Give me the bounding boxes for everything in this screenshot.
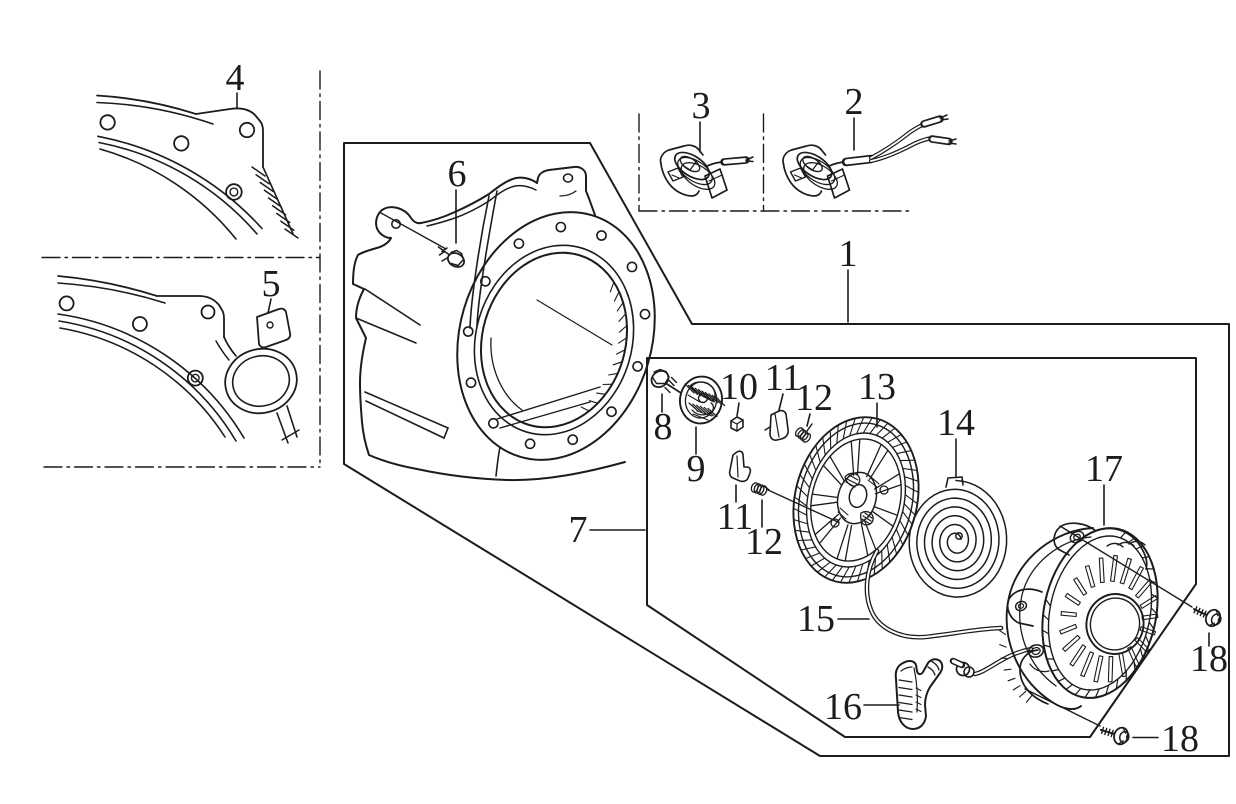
svg-text:8: 8 bbox=[654, 406, 673, 448]
svg-text:1: 1 bbox=[839, 233, 858, 275]
svg-text:12: 12 bbox=[795, 377, 833, 419]
svg-text:6: 6 bbox=[448, 153, 467, 195]
svg-text:3: 3 bbox=[692, 85, 711, 127]
svg-text:17: 17 bbox=[1085, 448, 1123, 490]
svg-text:18: 18 bbox=[1161, 718, 1199, 760]
svg-text:7: 7 bbox=[569, 509, 588, 551]
svg-text:2: 2 bbox=[845, 81, 864, 123]
svg-text:12: 12 bbox=[745, 521, 783, 563]
svg-text:4: 4 bbox=[226, 57, 245, 99]
svg-text:15: 15 bbox=[797, 598, 835, 640]
svg-text:14: 14 bbox=[937, 402, 975, 444]
svg-text:13: 13 bbox=[858, 366, 896, 408]
svg-text:10: 10 bbox=[720, 366, 758, 408]
svg-text:16: 16 bbox=[824, 686, 862, 728]
